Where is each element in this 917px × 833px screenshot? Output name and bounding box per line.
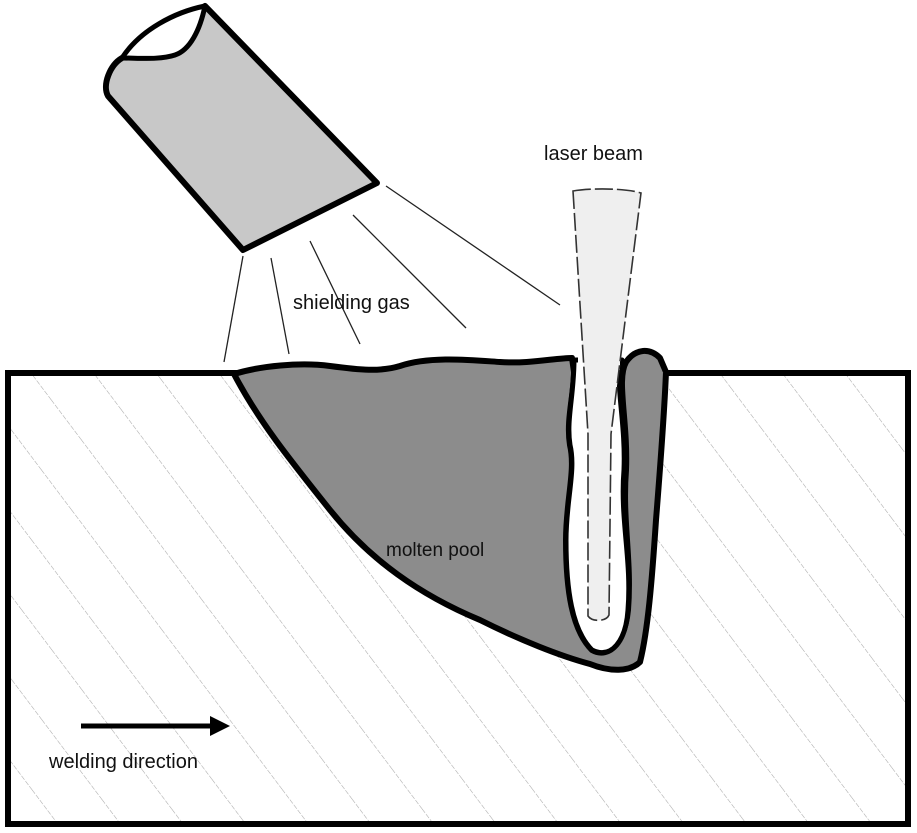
gas-line: [352, 214, 467, 329]
gas-line: [385, 185, 561, 306]
gas-line: [223, 255, 244, 363]
molten-pool-label: molten pool: [386, 540, 484, 561]
welding-direction-arrow: [81, 716, 230, 736]
arrow-head-icon: [210, 716, 230, 736]
gas-line: [309, 240, 361, 345]
shielding-gas-stream: [223, 185, 561, 363]
laser-beam-label: laser beam: [544, 143, 643, 165]
laser-beam: [572, 188, 642, 622]
gas-line: [270, 257, 290, 355]
shielding-gas-label: shielding gas: [293, 292, 410, 314]
nozzle-opening: [119, 3, 208, 61]
gas-nozzle: [102, 3, 380, 253]
welding-direction-label: welding direction: [48, 751, 198, 773]
